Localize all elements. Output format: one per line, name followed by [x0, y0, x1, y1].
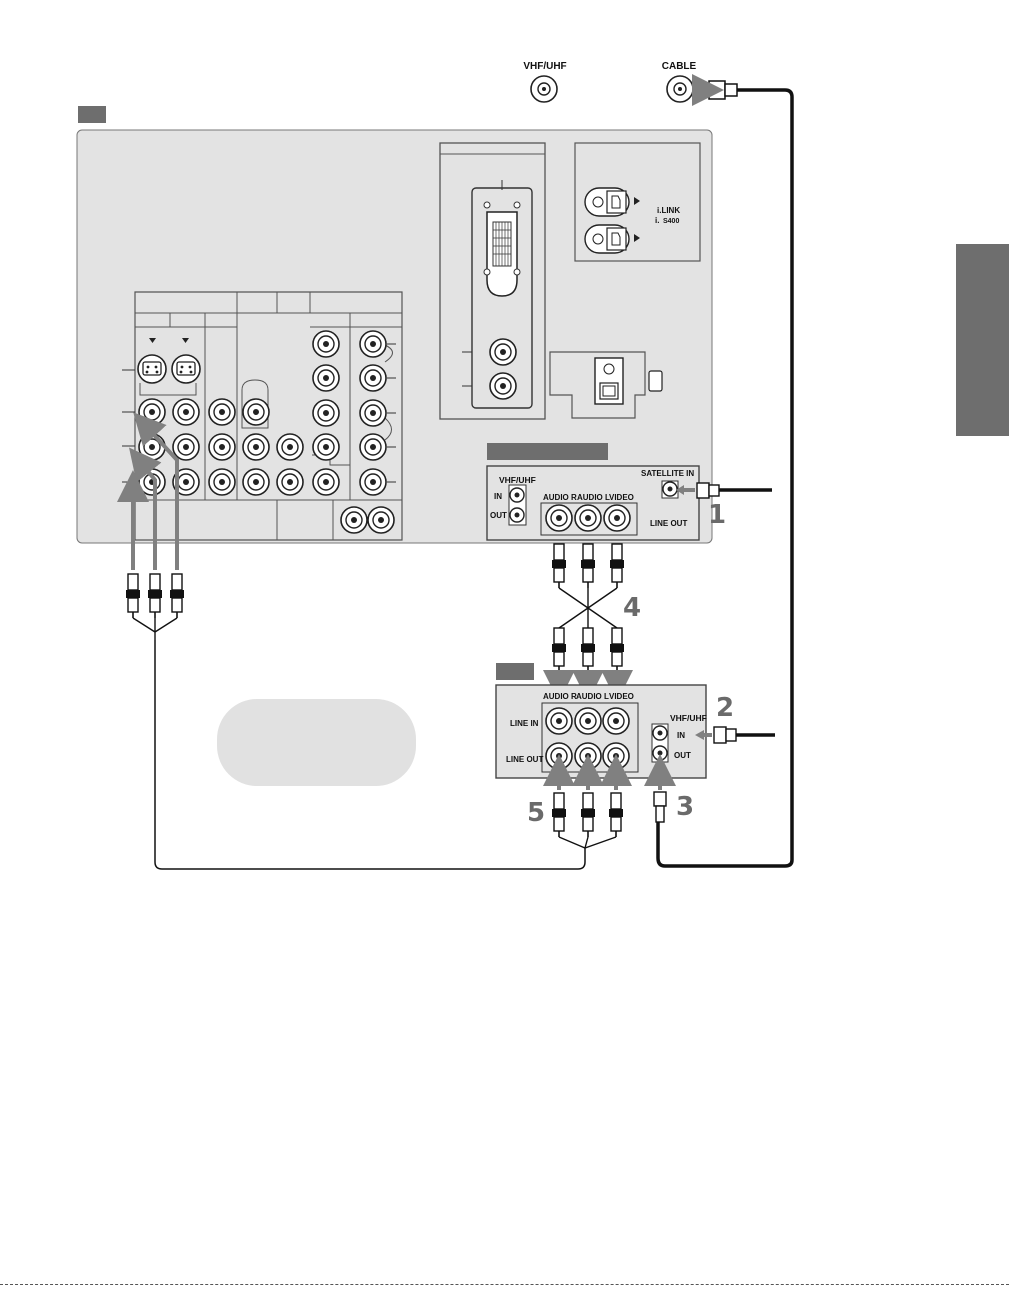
- sat-out-label: OUT: [490, 511, 507, 520]
- sat-in-label: IN: [494, 492, 502, 501]
- sat-audio-l-label: AUDIO L: [577, 493, 610, 502]
- vcr-out-label: OUT: [674, 751, 691, 760]
- antenna-cable-label: CABLE: [662, 61, 697, 72]
- page-bottom-rule: [0, 1284, 1009, 1285]
- step-3-number: 3: [676, 792, 694, 822]
- vcr-input-rca-plugs: [552, 628, 624, 672]
- sat-satellite-in-label: SATELLITE IN: [641, 469, 694, 478]
- vcr-tab: [496, 663, 534, 680]
- sat-vhf-uhf-label: VHF/UHF: [499, 475, 536, 485]
- satellite-receiver: VHF/UHF IN OUT SATELLITE IN AUDIO R AUDI…: [487, 466, 699, 540]
- side-chapter-tab: [956, 244, 1009, 436]
- note-bubble: [217, 699, 416, 786]
- vcr-vhf-uhf-label: VHF/UHF: [670, 713, 707, 723]
- antenna-vhf-uhf-label: VHF/UHF: [523, 61, 566, 72]
- ilink-logo-glyph: i.: [655, 216, 659, 225]
- vcr-antenna-in-cable: [695, 727, 775, 743]
- vcr-audio-r-label: AUDIO R: [543, 692, 577, 701]
- vcr-audio-l-label: AUDIO L: [576, 692, 609, 701]
- ilink-label: i.LINK: [657, 206, 680, 215]
- cable-f-connector: [694, 81, 737, 99]
- sat-video-label: VIDEO: [609, 493, 634, 502]
- vcr-line-in-label: LINE IN: [510, 719, 539, 728]
- ilink-module: i.LINK i. S400: [575, 143, 700, 261]
- antenna-cable-jack: CABLE: [662, 61, 697, 102]
- satellite-receiver-tab: [487, 443, 608, 460]
- sat-audio-r-label: AUDIO R: [543, 493, 577, 502]
- step-1-number: 1: [708, 500, 726, 530]
- step-5-number: 5: [527, 798, 545, 828]
- vcr: AUDIO R AUDIO L VIDEO LINE IN LINE OUT V…: [496, 685, 707, 778]
- step-4-number: 4: [623, 593, 641, 623]
- satellite-rca-plugs: [552, 544, 624, 628]
- vcr-line-out-label: LINE OUT: [506, 755, 543, 764]
- sat-line-out-label: LINE OUT: [650, 519, 687, 528]
- vcr-input-arrows: [559, 672, 617, 686]
- ilink-s400-label: S400: [663, 218, 679, 225]
- vcr-video-label: VIDEO: [609, 692, 634, 701]
- dvi-module: [440, 143, 545, 419]
- step-2-number: 2: [716, 693, 734, 723]
- vcr-output-rca-plugs: [552, 793, 623, 848]
- vcr-in-label: IN: [677, 731, 685, 740]
- tv-tab: [78, 106, 106, 123]
- tv-rca-plugs: [126, 574, 184, 640]
- antenna-vhf-uhf-jack: VHF/UHF: [523, 61, 566, 102]
- av-input-block: [122, 292, 402, 540]
